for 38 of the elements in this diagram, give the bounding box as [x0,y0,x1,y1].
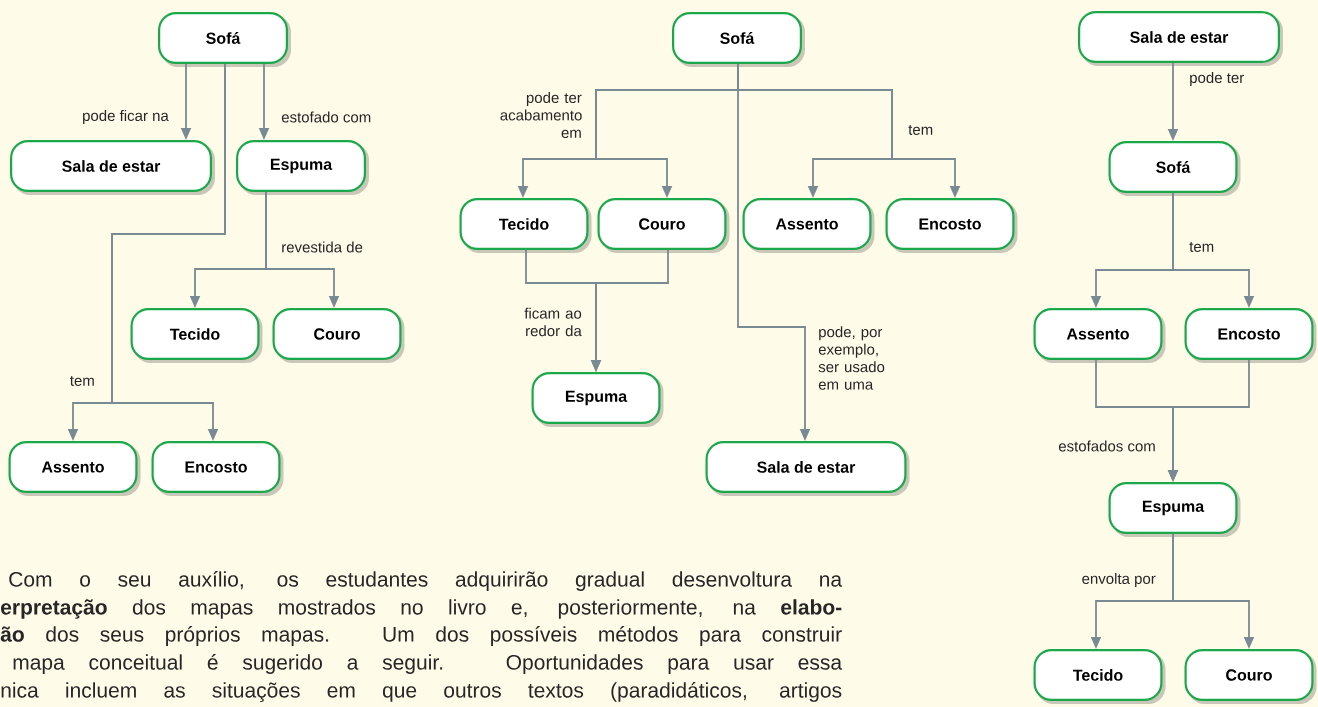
concept-box: Assento [1033,308,1166,363]
concept-box: Espuma [1108,482,1241,537]
edge-label: envolta por [1080,572,1157,588]
concept-box: Sala de estar [10,140,215,195]
body-text: erpretação dos mapas mostrados no livro e, posteriormente, na elabo- [1,599,842,619]
edge-label: ficam ao redor da [514,306,583,338]
concept-box: Encosto [151,441,284,496]
edge-label: revestida de [280,240,364,254]
concept-box: Tecido [459,198,592,253]
concept-box: Assento [742,198,875,253]
concept-box: Tecido [1033,649,1166,704]
edge-label: tem [68,375,96,387]
concept-box: Encosto [885,198,1018,253]
edge-label: tem [907,124,935,136]
concept-box: Sofá [158,12,291,67]
edge-label: pode, por exemplo, ser usado em uma [817,325,902,391]
edge-label: pode ficar na [81,109,170,125]
concept-box: Sofá [1108,141,1241,196]
concept-box: Sala de estar [1078,11,1283,66]
concept-box: Sofá [672,12,805,67]
edge-label: estofado com [280,110,373,124]
edge-label: estofados com [1057,439,1157,453]
concept-box: Assento [8,441,141,496]
edge-label: tem [1188,241,1216,253]
body-text: ão dos seus próprios mapas. Um dos possíveis métodos para construir [0,626,842,646]
concept-box: Espuma [236,140,369,195]
body-text: nica incluem as situações em que outros textos (paradidáticos, artigos [1,682,842,702]
body-text: Com o seu auxílio, os estudantes adquirirão gradual desenvoltura na [9,571,843,591]
concept-box: Espuma [531,372,664,427]
edge-label: pode ter [1188,71,1246,87]
edge-label: pode ter acabamento em [498,91,583,139]
concept-box: Sala de estar [705,441,910,496]
concept-box: Couro [1184,649,1317,704]
concept-box: Tecido [130,308,263,363]
concept-box: Encosto [1184,308,1317,363]
body-text: mapa conceitual é sugerido a seguir. Oportunidades para usar essa [13,654,843,674]
concept-box: Couro [272,308,405,363]
concept-box: Couro [597,198,730,253]
